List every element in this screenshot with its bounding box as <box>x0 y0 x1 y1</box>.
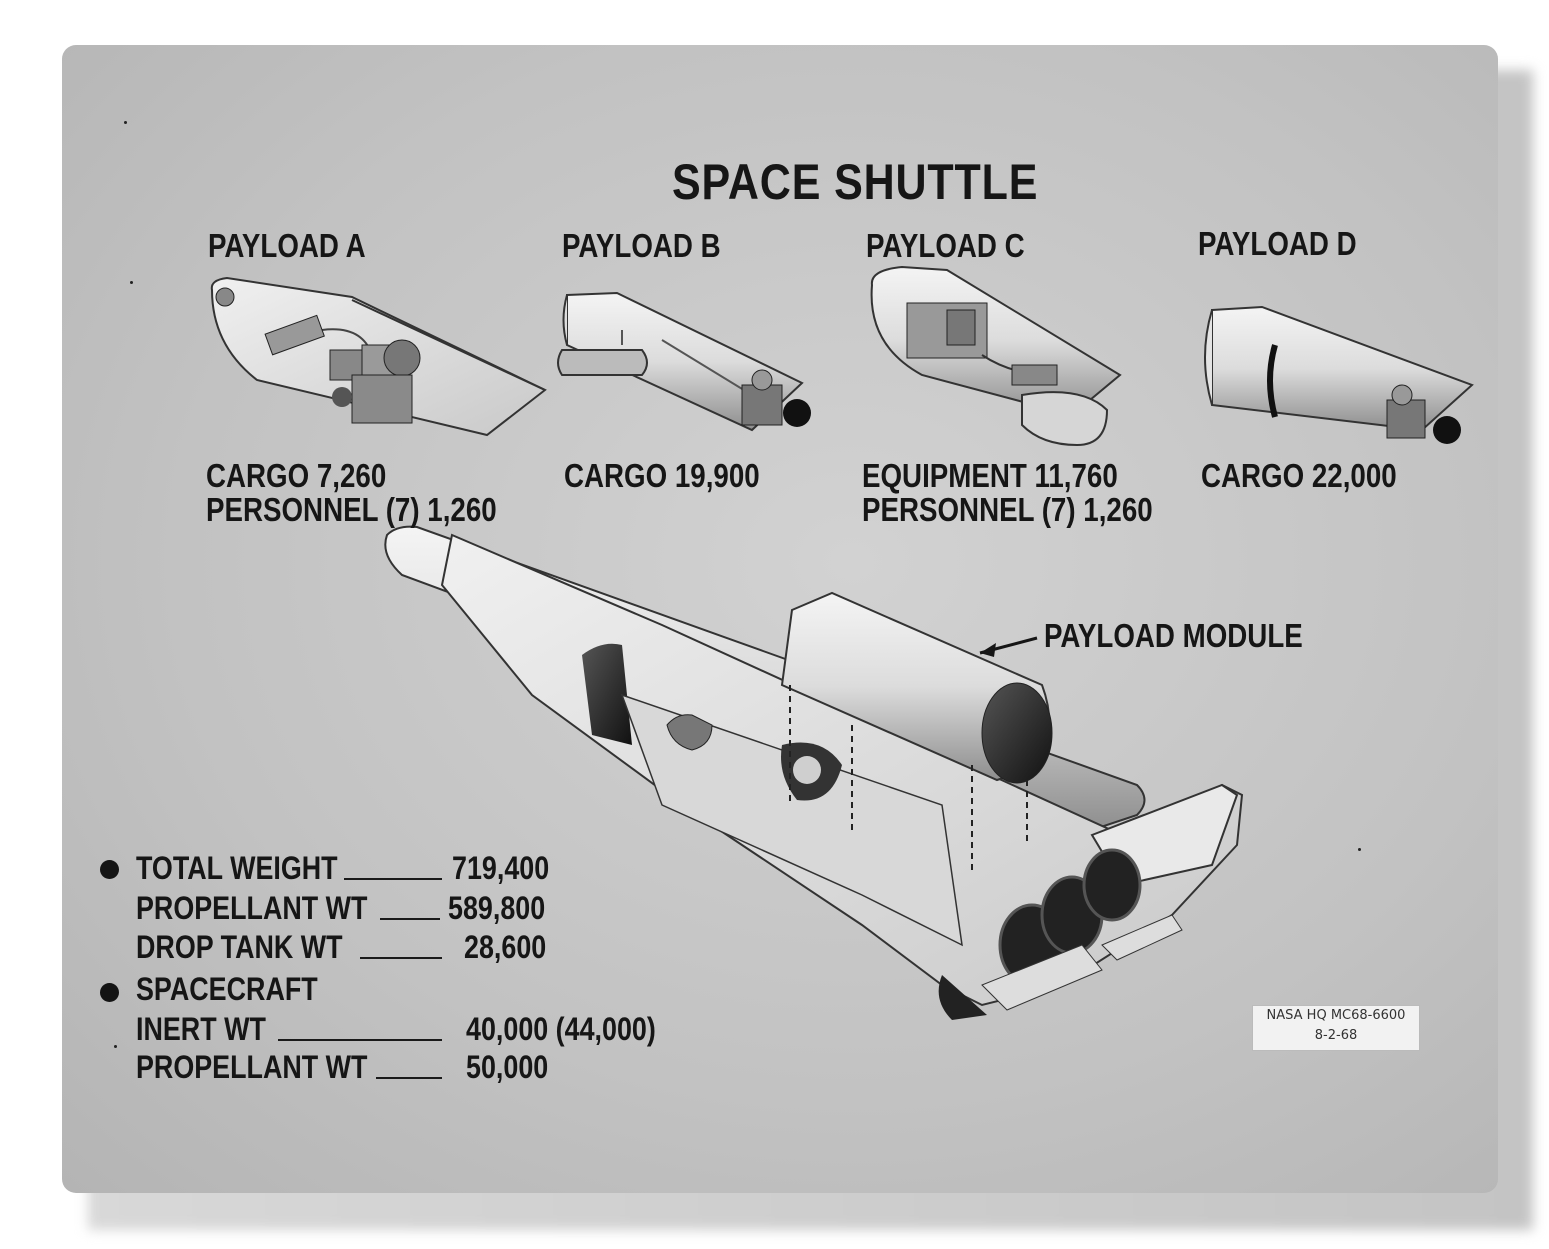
payload-c-illustration <box>870 265 1122 447</box>
payload-c-stat-2: PERSONNEL (7) 1,260 <box>862 491 1153 528</box>
leader-line <box>344 878 442 880</box>
weight-label-propellant: PROPELLANT WT <box>136 890 368 926</box>
dust-speck <box>130 281 133 284</box>
weight-value-total: 719,400 <box>452 850 550 886</box>
payload-d-label: PAYLOAD D <box>1198 225 1357 262</box>
leader-line <box>376 1077 442 1079</box>
stamp-line-2: 8-2-68 <box>1314 1028 1358 1043</box>
photo-print: SPACE SHUTTLE PAYLOAD A PAYLOAD B PAYLOA… <box>62 45 1498 1193</box>
stamp-line-1: NASA HQ MC68-6600 <box>1266 1008 1406 1023</box>
payload-a-stat-2: PERSONNEL (7) 1,260 <box>206 491 497 528</box>
payload-c-label: PAYLOAD C <box>866 227 1025 264</box>
leader-line <box>278 1039 442 1041</box>
leader-line <box>360 957 442 959</box>
payload-a-label: PAYLOAD A <box>208 227 366 264</box>
weight-label-inert: INERT WT <box>136 1011 266 1047</box>
payload-b-illustration <box>557 291 811 432</box>
payload-b-label: PAYLOAD B <box>562 227 721 264</box>
main-shuttle-illustration <box>384 525 1244 1020</box>
weight-value-drop-tank: 28,600 <box>464 929 547 965</box>
payload-a-stat-1: CARGO 7,260 <box>206 457 387 494</box>
weight-label-total: TOTAL WEIGHT <box>136 850 338 886</box>
weight-label-spacecraft-propellant: PROPELLANT WT <box>136 1049 368 1085</box>
weight-value-spacecraft-propellant: 50,000 <box>466 1049 549 1085</box>
weight-value-propellant: 589,800 <box>448 890 546 926</box>
archive-stamp: NASA HQ MC68-6600 8-2-68 <box>1252 1005 1420 1051</box>
dust-speck <box>124 121 127 124</box>
bullet-spacecraft <box>100 983 119 1002</box>
payload-b-stat-1: CARGO 19,900 <box>564 457 760 494</box>
weight-label-spacecraft: SPACECRAFT <box>136 971 318 1007</box>
dust-speck <box>114 1045 117 1048</box>
bullet-total-weight <box>100 860 119 879</box>
shuttle-illustration <box>210 265 1474 1020</box>
leader-line <box>380 918 440 920</box>
dust-speck <box>1358 848 1361 851</box>
payload-d-stat-1: CARGO 22,000 <box>1201 457 1397 494</box>
payload-module-callout: PAYLOAD MODULE <box>1044 617 1303 654</box>
payload-c-stat-1: EQUIPMENT 11,760 <box>862 457 1118 494</box>
weight-value-inert: 40,000 (44,000) <box>466 1011 656 1047</box>
payload-d-illustration <box>1204 305 1474 444</box>
weight-label-drop-tank: DROP TANK WT <box>136 929 343 965</box>
page-title: SPACE SHUTTLE <box>672 154 1039 210</box>
payload-a-illustration <box>210 276 547 437</box>
